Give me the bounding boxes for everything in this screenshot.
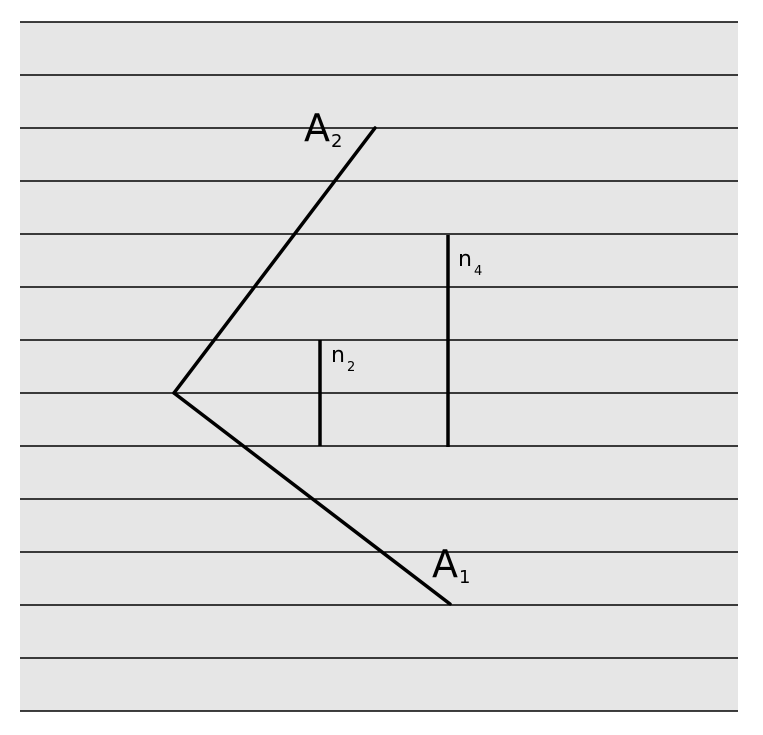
layer-boundaries: [20, 21, 738, 712]
label-a2: A2: [304, 106, 342, 152]
ray-a2: [172, 126, 377, 395]
ray-a1: [172, 391, 452, 606]
label-a1: A1: [432, 542, 470, 588]
shaded-region: [20, 22, 738, 711]
